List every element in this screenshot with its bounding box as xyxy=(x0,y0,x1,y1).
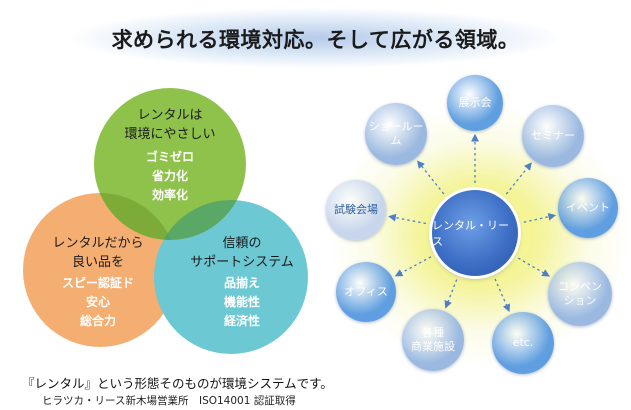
hub-node-exam-venue: 試験会場 xyxy=(326,180,386,240)
footer-tagline: 『レンタル』という形態そのものが環境システムです。 xyxy=(22,376,333,391)
hub-spoke-arrow xyxy=(444,279,458,309)
title-glow xyxy=(70,8,560,68)
venn-orange-item-1: スピー認証ド xyxy=(61,276,134,290)
hub-spoke-arrow xyxy=(517,257,550,277)
venn-teal-item-3: 経済性 xyxy=(223,314,260,328)
venn-overlap-green-orange xyxy=(94,193,177,240)
page-title: 求められる環境対応。そして広がる領域。 xyxy=(111,28,520,52)
venn-green-item-3: 効率化 xyxy=(151,188,188,202)
hub-node-commercial: 各種 商業施設 xyxy=(402,309,464,371)
venn-orange-text: レンタルだから 良い品を スピー認証ド 安心 総合力 xyxy=(28,234,168,331)
venn-orange-item-2: 安心 xyxy=(85,295,110,309)
venn-green-item-1: ゴミゼロ xyxy=(145,150,194,164)
venn-circle-teal xyxy=(154,200,308,354)
hub-node-showroom: ショールーム xyxy=(365,103,427,165)
venn-teal-heading-1: 信頼の xyxy=(222,236,262,251)
venn-orange-heading-1: レンタルだから xyxy=(52,236,144,251)
hub-spoke-arrow xyxy=(505,162,532,195)
hub-node-office: オフィス xyxy=(336,262,396,322)
hub-spoke-arrow xyxy=(494,278,510,313)
hub-node-etc: etc. xyxy=(492,312,554,374)
venn-green-item-2: 省力化 xyxy=(151,169,188,183)
venn-teal-item-2: 機能性 xyxy=(223,295,260,309)
venn-teal-text: 信頼の サポートシステム 品揃え 機能性 経済性 xyxy=(172,234,312,331)
venn-green-text: レンタルは 環境にやさしい ゴミゼロ 省力化 効率化 xyxy=(100,106,240,205)
footer-certification: ヒラツカ・リース新木場営業所 ISO14001 認証取得 xyxy=(42,395,296,407)
hub-node-exhibition: 展示会 xyxy=(447,75,503,131)
hub-spoke-arrow xyxy=(523,212,557,223)
venn-orange-item-3: 総合力 xyxy=(79,314,116,328)
hub-node-seminar: セミナー xyxy=(522,105,584,167)
hub-node-event: イベント xyxy=(558,178,618,238)
hub-center-node: レンタル・リース xyxy=(432,190,518,276)
hub-node-convention: コンベン ション xyxy=(548,262,612,326)
hub-spoke-arrow xyxy=(417,160,445,195)
hub-spoke-arrow xyxy=(388,213,427,225)
venn-teal-item-1: 品揃え xyxy=(223,276,260,290)
hub-spoke-arrow xyxy=(394,256,432,277)
venn-teal-heading-2: サポートシステム xyxy=(190,255,294,270)
venn-orange-heading-2: 良い品を xyxy=(71,255,124,270)
venn-green-heading-1: レンタルは xyxy=(137,108,203,123)
venn-green-heading-2: 環境にやさしい xyxy=(124,127,216,142)
